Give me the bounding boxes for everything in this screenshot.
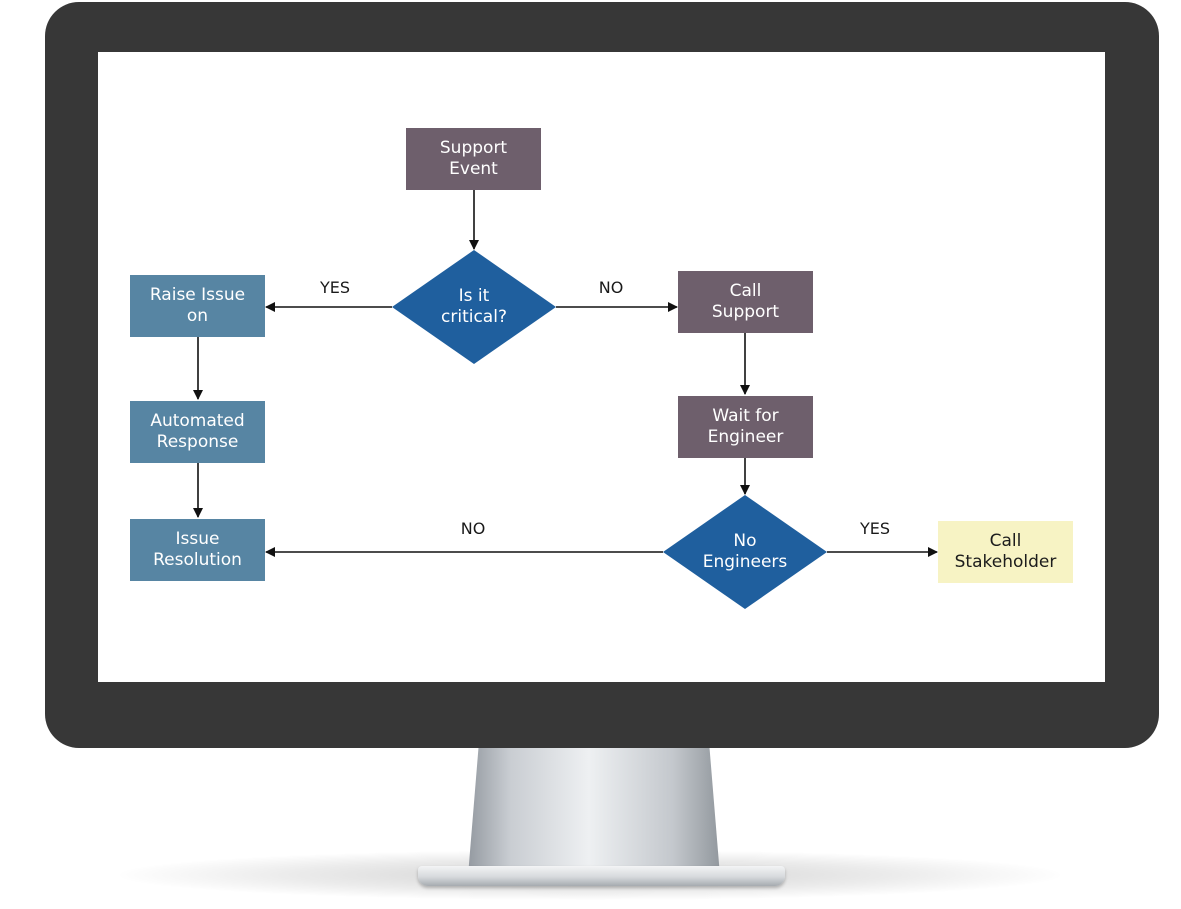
node-is-critical-label: Is it critical? [441, 286, 507, 327]
node-issue-resolution: Issue Resolution [130, 519, 265, 581]
flowchart-connectors [193, 190, 938, 609]
node-automated-response-label: Automated Response [150, 411, 245, 452]
node-automated-response: Automated Response [130, 401, 265, 463]
monitor-stand-neck [468, 745, 720, 873]
edge-label-engineers-no: NO [460, 519, 486, 538]
node-raise-issue: Raise Issue on [130, 275, 265, 337]
node-support-event: Support Event [406, 128, 541, 190]
node-raise-issue-label: Raise Issue on [149, 285, 246, 326]
node-is-critical: Is it critical? [414, 280, 534, 334]
node-issue-resolution-label: Issue Resolution [153, 529, 242, 570]
decision-no-engineers-shape [663, 495, 827, 609]
node-call-stakeholder-label: Call Stakeholder [954, 531, 1057, 572]
edge-label-critical-no: NO [598, 278, 624, 297]
node-support-event-label: Support Event [439, 138, 508, 179]
node-wait-for-engineer: Wait for Engineer [678, 396, 813, 458]
node-call-support: Call Support [678, 271, 813, 333]
edge-label-critical-yes: YES [319, 278, 351, 297]
monitor-stand-base [418, 866, 785, 886]
node-no-engineers-label: No Engineers [702, 531, 788, 572]
node-wait-for-engineer-label: Wait for Engineer [707, 406, 784, 447]
edge-label-engineers-yes: YES [859, 519, 891, 538]
decision-is-critical-shape [392, 250, 556, 364]
node-call-stakeholder: Call Stakeholder [938, 521, 1073, 583]
node-no-engineers: No Engineers [685, 525, 805, 579]
monitor-screen: Support Event Is it critical? Raise Issu… [98, 52, 1105, 682]
node-call-support-label: Call Support [711, 281, 780, 322]
